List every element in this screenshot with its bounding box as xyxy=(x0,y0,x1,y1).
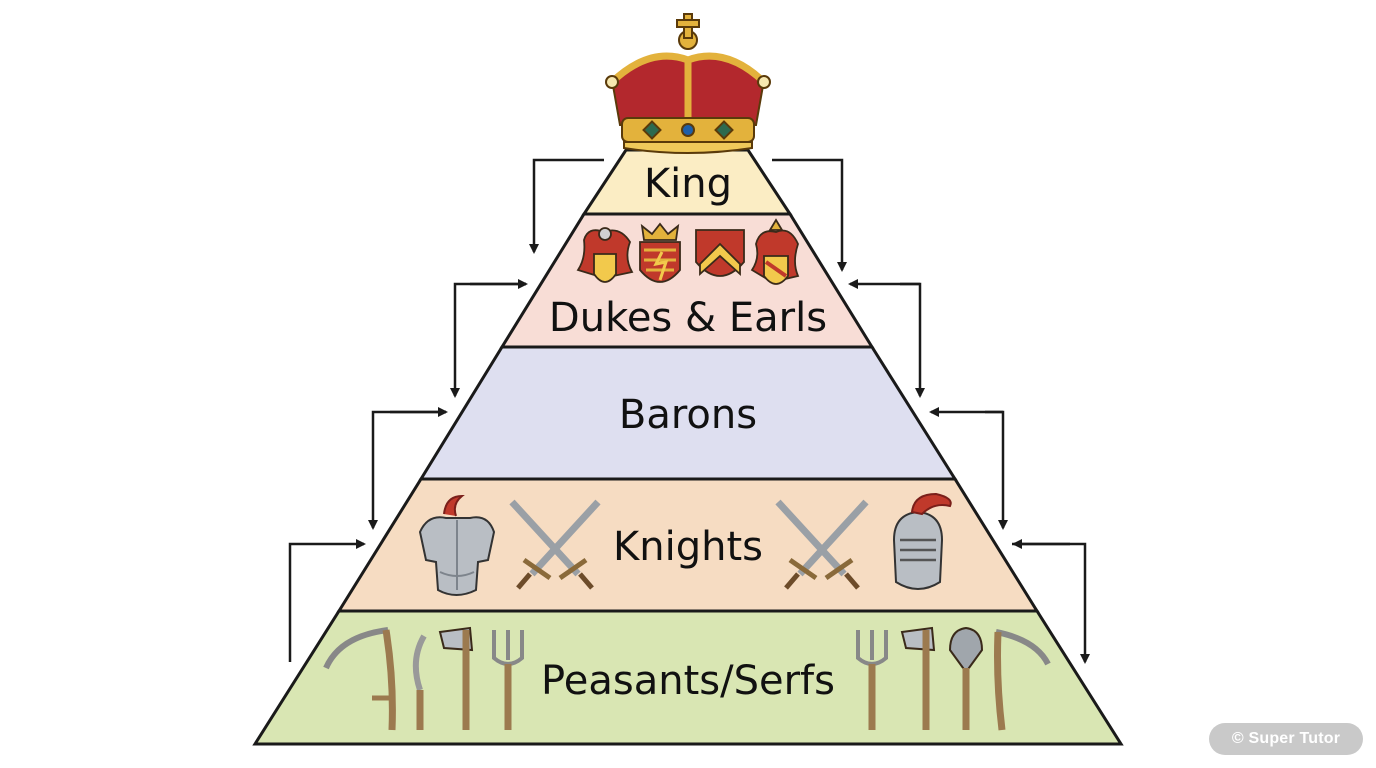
arrow-peasants-to-knights-left xyxy=(288,539,366,662)
lion-crest-icon xyxy=(750,218,800,285)
nobility-icons xyxy=(576,218,800,285)
crossed-swords-icon xyxy=(509,499,601,590)
tier-king-label: King xyxy=(644,161,732,207)
peasant-tool-icons xyxy=(323,626,1051,731)
hierarchy-arrows xyxy=(288,158,1090,664)
arrow-barons-to-knights-right-down xyxy=(985,410,1008,530)
knights-icons xyxy=(418,492,952,596)
arrow-king-to-dukes-left xyxy=(529,158,604,254)
axe-icon xyxy=(438,626,474,730)
axe-icon xyxy=(900,626,936,730)
crowned-shield-icon xyxy=(639,222,681,283)
griffin-crest-icon xyxy=(576,227,634,283)
knight-helmet-icon xyxy=(892,492,952,590)
arrow-king-to-dukes-right xyxy=(772,158,847,272)
scythe-icon xyxy=(994,629,1051,731)
pitchfork-icon xyxy=(856,630,888,730)
chevron-shield-icon xyxy=(695,229,745,277)
watermark-badge: © Super Tutor xyxy=(1209,723,1363,755)
tier-dukes-earls-label: Dukes & Earls xyxy=(549,295,827,341)
pyramid-tiers: King Dukes & Earls Barons Knights Peasan… xyxy=(252,148,1124,746)
tier-peasants-serfs-label: Peasants/Serfs xyxy=(541,658,835,704)
tier-knights-label: Knights xyxy=(613,524,763,570)
tier-king: King xyxy=(581,148,793,216)
arrow-dukes-to-barons-right-down xyxy=(900,282,925,398)
sickle-icon xyxy=(412,634,427,730)
crown-icon xyxy=(605,13,771,154)
breastplate-armor-icon xyxy=(418,494,496,596)
tier-barons: Barons xyxy=(418,345,958,481)
shovel-icon xyxy=(948,626,984,730)
pitchfork-icon xyxy=(492,630,524,730)
crossed-swords-icon xyxy=(775,499,869,590)
scythe-icon xyxy=(323,627,396,731)
tier-barons-label: Barons xyxy=(619,392,757,438)
tier-dukes-earls: Dukes & Earls xyxy=(499,212,875,349)
